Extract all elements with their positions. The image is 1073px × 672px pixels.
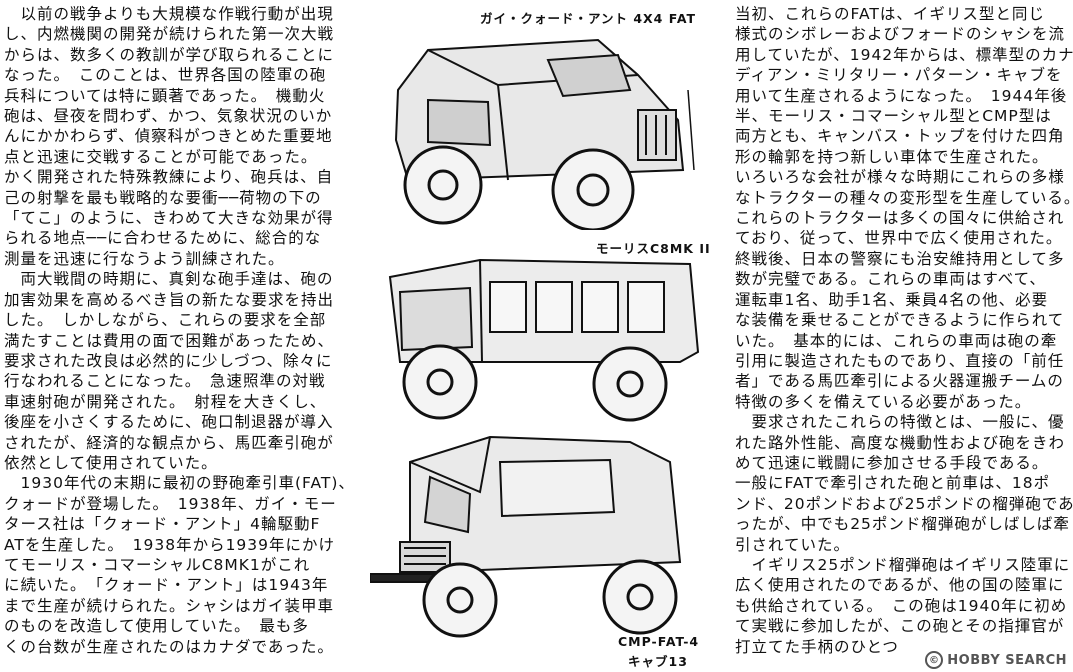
- left-column-line: 要求された改良は必然的に少しづつ、除々に: [4, 351, 333, 370]
- left-column-line: タース社は「クォード・アント」4輪駆動F: [4, 515, 321, 534]
- left-column-line: てモーリス・コマーシャルC8MK1がこれ: [4, 555, 311, 574]
- caption-quad-ant: ガイ・クォード・アント 4X4 FAT: [480, 11, 697, 26]
- left-column-line: した。 しかしながら、これらの要求を全部: [4, 311, 327, 330]
- caption-cmp-fat-4: CMP-FAT-4: [618, 634, 700, 649]
- right-text-column: 当初、これらのFATは、イギリス型と同じ様式のシボレーおよびフォードのシャシを流…: [735, 4, 1073, 657]
- right-column-line: 様式のシボレーおよびフォードのシャシを流: [735, 25, 1066, 44]
- left-column-line: 「てこ」のように、きわめて大きな効果が得: [4, 209, 334, 228]
- right-column-line: めて迅速に戦闘に参加させる手段である。: [735, 453, 1049, 472]
- right-column-line: ディアン・ミリタリー・パターン・キャブを: [735, 66, 1063, 85]
- right-column-line: なトラクターの種々の変形型を生産している。: [735, 188, 1073, 207]
- hobby-search-watermark: © HOBBY SEARCH: [925, 651, 1067, 669]
- left-column-line: 両大戦間の時期に、真剣な砲手達は、砲の: [4, 270, 334, 289]
- left-text-column: 以前の戦争よりも大規模な作戦行動が出現し、内燃機関の開発が続けられた第一次大戦か…: [4, 4, 355, 657]
- right-column-line: イギリス25ポンド榴弾砲はイギリス陸軍に: [735, 555, 1071, 574]
- left-column-line: まで生産が続けられた。シャシはガイ装甲車: [4, 596, 335, 615]
- copyright-icon: ©: [925, 651, 944, 669]
- illustration-column: ガイ・クォード・アント 4X4 FAT モーリスC8MK II: [360, 0, 730, 672]
- left-column-line: 加害効果を高めるべき旨の新たな要求を持出: [4, 290, 335, 309]
- left-column-line: のものを改造して使用していた。 最も多: [4, 617, 309, 636]
- right-column-line: て実戦に参加したが、この砲とその指揮官が: [735, 617, 1065, 636]
- left-column-line: 砲は、昼夜を問わず、かつ、気象状況のいか: [4, 107, 333, 126]
- left-column-line: からは、数多くの教訓が学び取られることに: [4, 45, 335, 64]
- right-column-line: いた。 基本的には、これらの車両は砲の牽: [735, 331, 1058, 350]
- right-column-line: 引用に製造されたものであり、直接の「前任: [735, 351, 1065, 370]
- right-column-line: な装備を乗せることができるように作られて: [735, 311, 1065, 330]
- right-column-line: 当初、これらのFATは、イギリス型と同じ: [735, 5, 1045, 23]
- right-column-line: ンド、20ポンドおよび25ポンドの榴弾砲であ: [735, 494, 1073, 513]
- left-column-line: 1930年代の末期に最初の野砲牽引車(FAT)、: [4, 474, 355, 493]
- right-column-line: 引されていた。: [735, 535, 851, 554]
- right-column-line: 打立てた手柄のひとつ: [735, 637, 899, 656]
- left-column-line: し、内燃機関の開発が続けられた第一次大戦: [4, 25, 335, 44]
- right-column-line: れた路外性能、高度な機動性および砲をきわ: [735, 433, 1066, 452]
- right-column-line: 用していたが、1942年からは、標準型のカナ: [735, 45, 1073, 64]
- quad-ant-illustration: [368, 30, 708, 230]
- cmp-fat-illustration: [370, 432, 700, 642]
- right-column-line: 一般にFATで牽引された砲と前車は、18ポ: [735, 474, 1051, 493]
- left-column-line: 測量を迅速に行なうよう訓練された。: [4, 249, 285, 268]
- left-column-line: ATを生産した。 1938年から1939年にかけ: [4, 535, 336, 554]
- left-column-line: に続いた。 「クォード・アント」は1943年: [4, 576, 329, 595]
- right-column-line: 両方とも、キャンバス・トップを付けた四角: [735, 127, 1065, 146]
- left-column-line: かく開発された特殊教練により、砲兵は、自: [4, 168, 334, 187]
- right-column-line: 特徴の多くを備えている必要があった。: [735, 392, 1032, 411]
- right-column-line: これらのトラクターは多くの国々に供給され: [735, 209, 1065, 228]
- right-column-line: 終戦後、日本の警察にも治安維持用として多: [735, 249, 1065, 268]
- left-column-line: くの台数が生産されたのはカナダであった。: [4, 637, 334, 656]
- left-column-line: 己の射撃を最も戦略的な要衝──荷物の下の: [4, 188, 322, 207]
- right-column-line: 形の輪郭を持つ新しい車体で生産された。: [735, 147, 1049, 166]
- left-column-line: 依然として使用されていた。: [4, 453, 218, 472]
- caption-cab-13: キャブ13: [628, 654, 688, 669]
- left-column-line: 点と迅速に交戦することが可能であった。: [4, 147, 318, 166]
- left-column-line: 兵科については特に顕著であった。 機動火: [4, 86, 326, 105]
- left-column-line: 以前の戦争よりも大規模な作戦行動が出現: [4, 5, 334, 23]
- right-column-line: 半、モーリス・コマーシャル型とCMP型は: [735, 107, 1052, 126]
- right-column-line: ており、従って、世界中で広く使用された。: [735, 229, 1063, 248]
- left-column-line: されたが、経済的な観点から、馬匹牽引砲が: [4, 433, 334, 452]
- right-column-line: 者」である馬匹牽引による火器運搬チームの: [735, 372, 1064, 391]
- right-column-line: 要求されたこれらの特徴とは、一般に、優: [735, 413, 1065, 432]
- right-column-line: も供給されている。 この砲は1940年に初め: [735, 596, 1068, 615]
- caption-morris-c8: モーリスC8MK II: [596, 241, 711, 256]
- right-column-line: 広く使用されたのであるが、他の国の陸軍に: [735, 576, 1065, 595]
- left-column-line: 行なわれることになった。 急速照準の対戦: [4, 372, 326, 391]
- left-column-line: 満たすことは費用の面で困難があったため、: [4, 331, 335, 350]
- right-column-line: いろいろな会社が様々な時期にこれらの多様: [735, 168, 1065, 187]
- right-column-line: 数が完璧である。これらの車両はすべて、: [735, 270, 1046, 289]
- left-column-line: なった。 このことは、世界各国の陸軍の砲: [4, 66, 327, 85]
- left-column-line: られる地点──に合わせるために、総合的な: [4, 229, 322, 248]
- morris-c8-illustration: [380, 252, 710, 432]
- left-column-line: クォードが登場した。 1938年、ガイ・モー: [4, 494, 337, 513]
- right-column-line: ったが、中でも25ポンド榴弾砲がしばしば牽: [735, 515, 1070, 534]
- left-column-line: 車速射砲が開発された。 射程を大きくし、: [4, 392, 327, 411]
- right-column-line: 用いて生産されるようになった。 1944年後: [735, 86, 1068, 105]
- right-column-line: 運転車1名、助手1名、乗員4名の他、必要: [735, 290, 1049, 309]
- watermark-text: HOBBY SEARCH: [947, 652, 1067, 668]
- left-column-line: 後座を小さくするために、砲口制退器が導入: [4, 413, 334, 432]
- left-column-line: んにかかわらず、偵察科がつきとめた重要地: [4, 127, 333, 146]
